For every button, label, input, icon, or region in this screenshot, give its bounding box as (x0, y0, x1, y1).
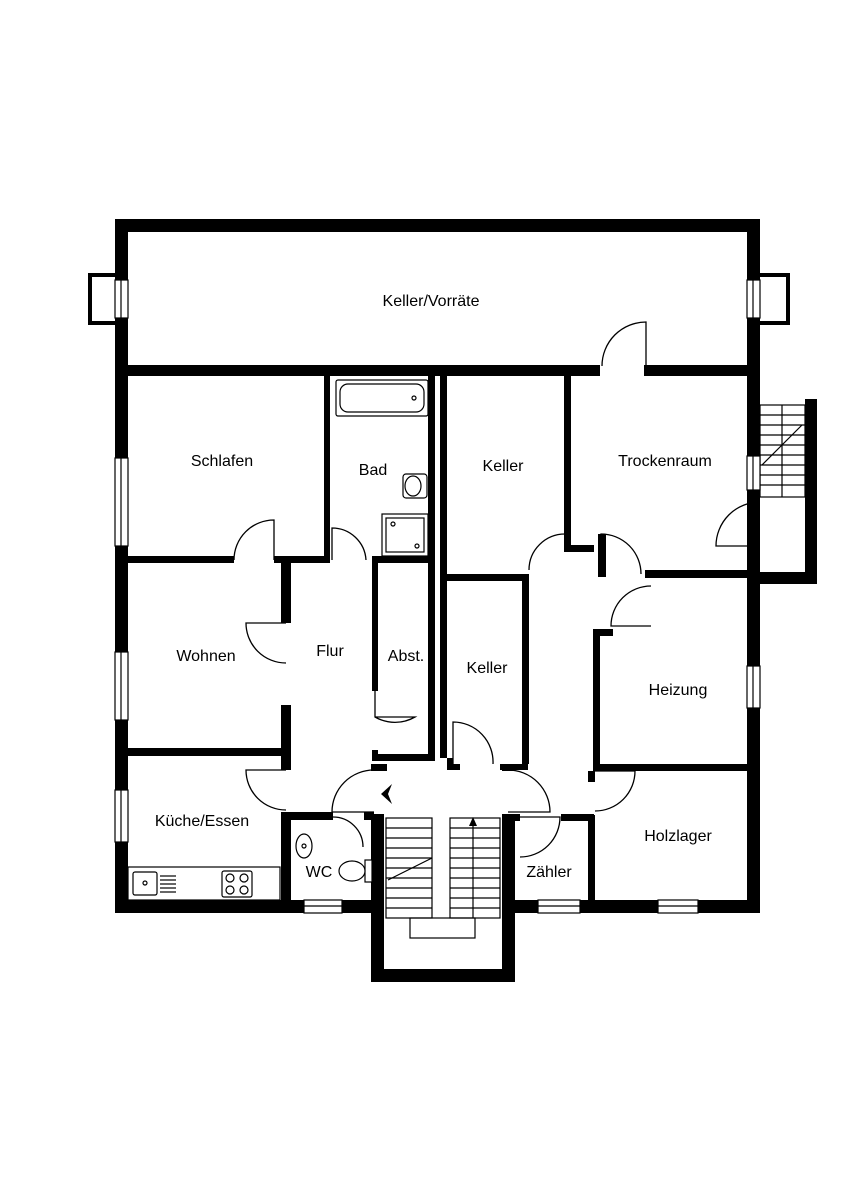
room-label-keller-2: Keller (467, 660, 509, 677)
room-label-zaehler: Zähler (526, 864, 572, 881)
room-label-heizung: Heizung (649, 682, 708, 699)
door-swings (233, 321, 761, 858)
room-label-trockenraum: Trockenraum (618, 453, 712, 470)
room-label-kueche-essen: Küche/Essen (155, 813, 249, 830)
room-label-bad: Bad (359, 462, 387, 479)
bathtub (335, 379, 429, 417)
stairwell-annex (371, 814, 515, 982)
external-stair (747, 399, 817, 584)
room-label-keller-vorraete: Keller/Vorräte (383, 293, 480, 310)
windows (114, 279, 761, 914)
room-label-flur: Flur (316, 643, 344, 660)
light-wells (88, 273, 790, 325)
room-label-wc: WC (306, 864, 333, 881)
room-label-abst: Abst. (388, 648, 424, 665)
watermark: Immogrundriss (751, 848, 758, 895)
toilet (338, 859, 373, 883)
outer-walls (115, 219, 760, 913)
interior-stairs (381, 784, 501, 939)
room-label-holzlager: Holzlager (644, 828, 712, 845)
kitchen-counter (127, 866, 281, 901)
shower (381, 513, 429, 557)
room-label-keller-1: Keller (483, 458, 525, 475)
wc-sink (295, 833, 313, 859)
interior-walls (128, 365, 747, 905)
room-label-schlafen: Schlafen (191, 453, 253, 470)
room-label-wohnen: Wohnen (176, 648, 235, 665)
bad-sink (402, 473, 428, 499)
